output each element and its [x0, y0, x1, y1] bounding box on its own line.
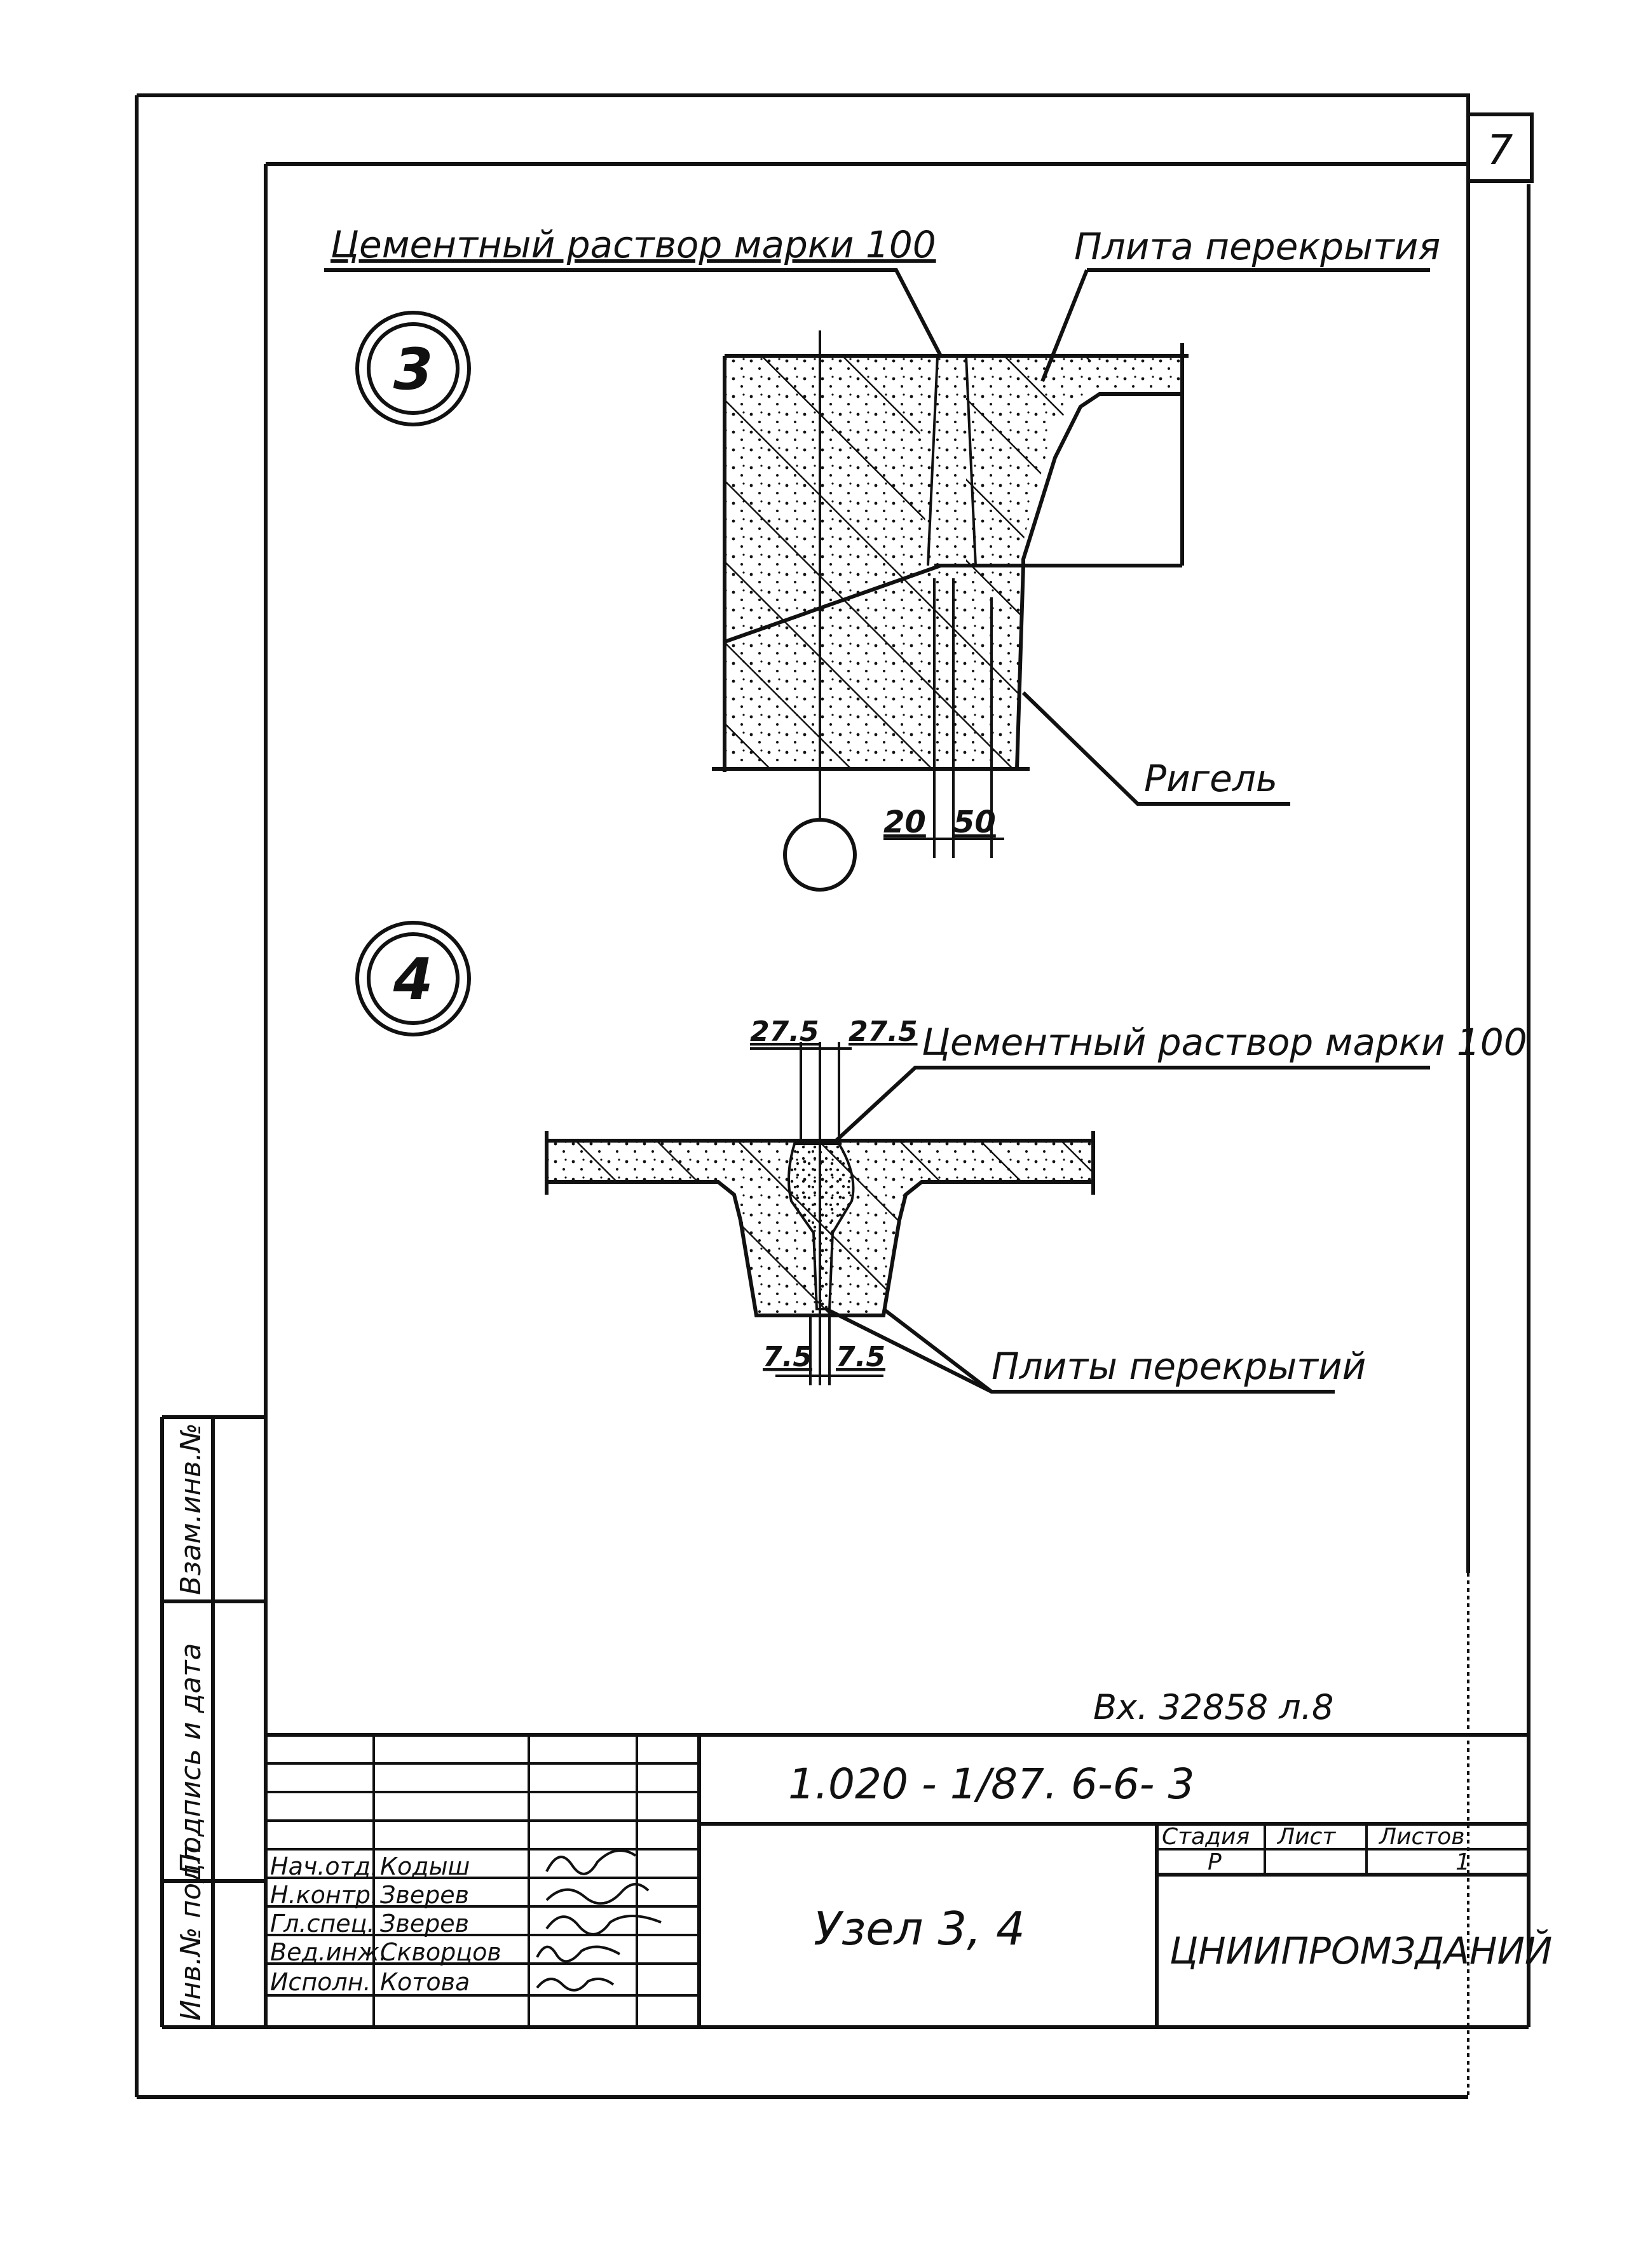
node-3-number: 3 [393, 336, 433, 403]
node-4-dim-bottom-left: 7.5 [763, 1341, 812, 1373]
sheet-header: Лист [1276, 1824, 1336, 1850]
side-stamp-signature-date: Подпись и дата [175, 1643, 207, 1875]
outer-frame [135, 93, 1470, 2099]
title-block: Вх. 32858 л.8 Нач.отд. Кодыш [266, 1687, 1552, 2027]
signatory-row: Вед.инж. Скворцов [270, 1938, 620, 1966]
name-5: Котова [380, 1968, 470, 1996]
signature-5 [536, 1978, 615, 1992]
page-number-box: 7 [1466, 112, 1534, 183]
node-4: 4 27.5 27.5 Цементный раствор м [355, 921, 1527, 1394]
role-2: Н.контр. [270, 1881, 378, 1909]
role-1: Нач.отд. [270, 1852, 378, 1880]
node-4-dim-top-right: 27.5 [849, 1015, 918, 1048]
name-1: Кодыш [380, 1852, 470, 1880]
role-5: Исполн. [270, 1968, 371, 1996]
sheets-header: Листов [1378, 1824, 1464, 1850]
sheets-value: 1 [1455, 1849, 1470, 1875]
name-3: Зверев [380, 1910, 469, 1938]
signatory-row: Исполн. Котова [270, 1968, 615, 1996]
name-2: Зверев [380, 1881, 469, 1909]
inventory-note: Вх. 32858 л.8 [1093, 1687, 1333, 1727]
node-4-mortar-label: Цементный раствор марки 100 [922, 1021, 1527, 1064]
signature-4 [536, 1945, 620, 1963]
node-3: 3 [324, 223, 1440, 892]
signatory-row: Гл.спец. Зверев [270, 1910, 662, 1938]
stage-value: Р [1208, 1849, 1222, 1875]
node-3-slab-label: Плита перекрытия [1074, 225, 1440, 268]
node-3-dim-20: 20 [883, 805, 926, 840]
signature-3 [545, 1915, 662, 1936]
role-3: Гл.спец. [270, 1910, 375, 1938]
role-4: Вед.инж. [270, 1938, 387, 1966]
side-stamp: Инв.№ подл. Подпись и дата Взам.инв.№ [160, 1415, 266, 2029]
signature-1 [545, 1849, 637, 1875]
node-3-mortar-label: Цементный раствор марки 100 [331, 223, 936, 266]
node-4-marker: 4 [355, 921, 471, 1036]
organization: ЦНИИПРОМЗДАНИЙ [1169, 1929, 1552, 1973]
node-3-marker: 3 [355, 311, 471, 426]
signatory-row: Нач.отд. Кодыш [270, 1849, 637, 1880]
node-3-dim-50: 50 [953, 805, 996, 840]
node-4-dim-top-left: 27.5 [750, 1015, 819, 1048]
side-stamp-inv-no: Инв.№ подл. [175, 1837, 207, 2021]
node-4-number: 4 [393, 946, 433, 1013]
node-4-section [545, 1042, 1095, 1385]
node-4-slabs-label: Плиты перекрытий [992, 1345, 1366, 1388]
node-4-dim-bottom-right: 7.5 [836, 1341, 885, 1373]
inner-frame [264, 162, 1530, 2029]
side-stamp-replaced-inv: Взам.инв.№ [175, 1423, 207, 1595]
signatory-row: Н.контр. Зверев [270, 1881, 650, 1909]
stage-header: Стадия [1162, 1824, 1250, 1850]
signature-2 [545, 1883, 650, 1905]
node-3-beam-label: Ригель [1144, 757, 1278, 800]
document-code: 1.020 - 1/87. 6-6- 3 [788, 1760, 1194, 1809]
drawing-title: Узел 3, 4 [814, 1902, 1025, 1955]
page-number: 7 [1487, 127, 1513, 174]
node-3-section [712, 330, 1189, 892]
name-4: Скворцов [380, 1938, 501, 1966]
signature-grid [266, 1735, 699, 2027]
